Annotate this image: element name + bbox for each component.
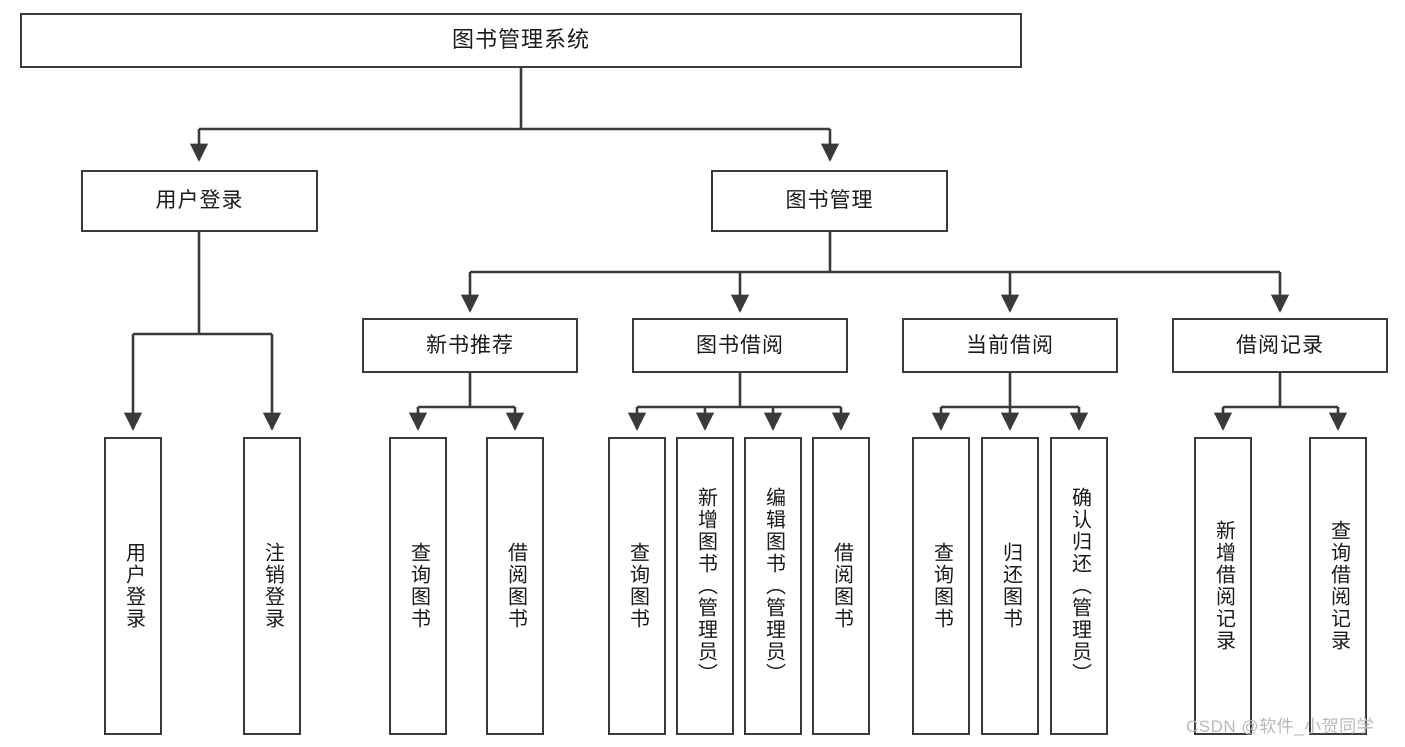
node-new-book-recommend[interactable]: 新书推荐 — [362, 318, 578, 373]
leaf-bb-edit-book[interactable]: 编辑图书（管理员） — [744, 437, 802, 735]
leaf-nb-borrow-book-label: 借阅图书 — [504, 542, 527, 630]
leaf-cb-return-book[interactable]: 归还图书 — [981, 437, 1039, 735]
leaf-logout-label: 注销登录 — [261, 542, 284, 630]
node-book-borrow[interactable]: 图书借阅 — [632, 318, 848, 373]
leaf-cb-query-book[interactable]: 查询图书 — [912, 437, 970, 735]
leaf-bb-edit-book-label: 编辑图书（管理员） — [762, 487, 785, 685]
leaf-user-login-label: 用户登录 — [122, 542, 145, 630]
node-borrow-record-label: 借阅记录 — [1236, 333, 1324, 357]
leaf-br-query-record-label: 查询借阅记录 — [1327, 520, 1350, 652]
leaf-br-add-record[interactable]: 新增借阅记录 — [1194, 437, 1252, 735]
leaf-cb-confirm-return-label: 确认归还（管理员） — [1068, 487, 1091, 685]
leaf-bb-add-book-label: 新增图书（管理员） — [694, 487, 717, 685]
node-book-borrow-label: 图书借阅 — [696, 333, 784, 357]
leaf-nb-query-book[interactable]: 查询图书 — [389, 437, 447, 735]
csdn-watermark: CSDN @软件_小贺同学 — [1186, 717, 1375, 736]
node-current-borrow[interactable]: 当前借阅 — [902, 318, 1118, 373]
leaf-bb-add-book[interactable]: 新增图书（管理员） — [676, 437, 734, 735]
leaf-user-login[interactable]: 用户登录 — [104, 437, 162, 735]
leaf-cb-confirm-return[interactable]: 确认归还（管理员） — [1050, 437, 1108, 735]
leaf-nb-query-book-label: 查询图书 — [407, 542, 430, 630]
node-book-management-label: 图书管理 — [785, 189, 874, 213]
leaf-bb-borrow-book[interactable]: 借阅图书 — [812, 437, 870, 735]
leaf-br-query-record[interactable]: 查询借阅记录 — [1309, 437, 1367, 735]
leaf-cb-return-book-label: 归还图书 — [999, 542, 1022, 630]
leaf-cb-query-book-label: 查询图书 — [930, 542, 953, 630]
node-current-borrow-label: 当前借阅 — [966, 333, 1054, 357]
node-root-label: 图书管理系统 — [451, 27, 590, 53]
node-user-login-label: 用户登录 — [155, 189, 244, 213]
leaf-bb-borrow-book-label: 借阅图书 — [830, 542, 853, 630]
leaf-bb-query-book[interactable]: 查询图书 — [608, 437, 666, 735]
node-book-management[interactable]: 图书管理 — [711, 170, 948, 232]
node-user-login[interactable]: 用户登录 — [81, 170, 318, 232]
node-borrow-record[interactable]: 借阅记录 — [1172, 318, 1388, 373]
leaf-logout[interactable]: 注销登录 — [243, 437, 301, 735]
node-new-book-recommend-label: 新书推荐 — [426, 333, 514, 357]
leaf-bb-query-book-label: 查询图书 — [626, 542, 649, 630]
leaf-br-add-record-label: 新增借阅记录 — [1212, 520, 1235, 652]
node-root[interactable]: 图书管理系统 — [20, 13, 1022, 68]
leaf-nb-borrow-book[interactable]: 借阅图书 — [486, 437, 544, 735]
